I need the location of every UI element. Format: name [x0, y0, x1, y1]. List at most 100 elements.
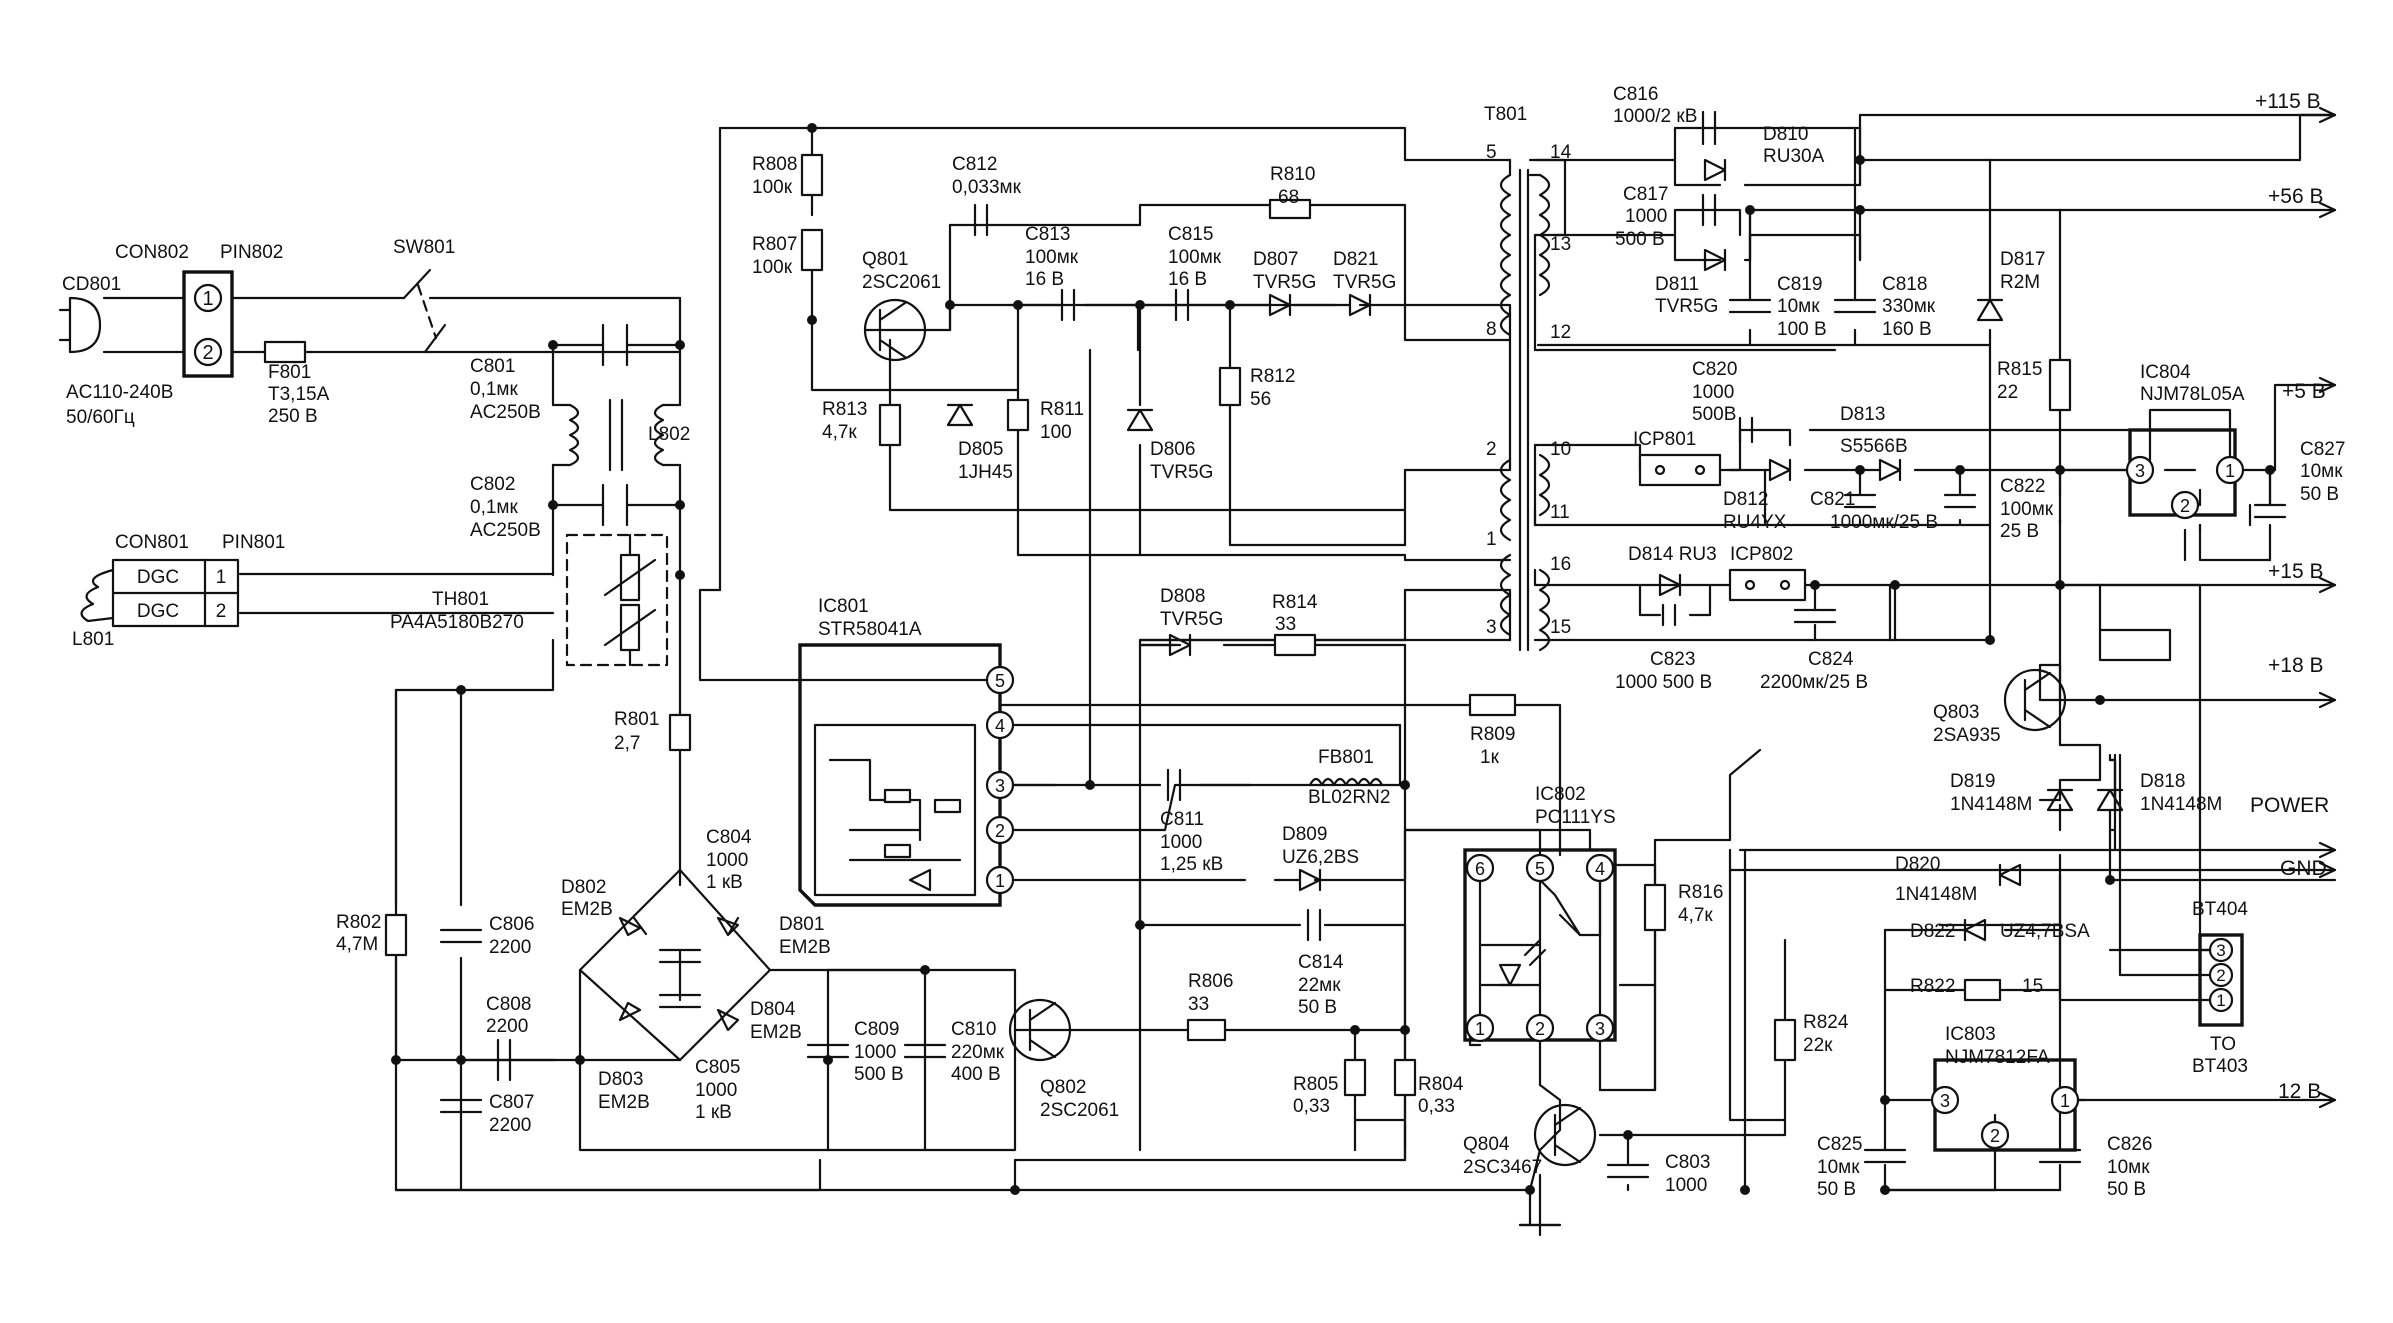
label-c810: C810 [951, 1019, 996, 1040]
cap-c820 [1738, 416, 1754, 444]
label-c819: C819 [1777, 274, 1822, 295]
label-c802-value: 0,1мк [470, 497, 518, 518]
label-c806-value: 2200 [489, 937, 531, 958]
coil-l801 [80, 568, 115, 623]
label-r810: R810 [1270, 164, 1315, 185]
label-c814: C814 [1298, 952, 1344, 973]
resistor-r813 [878, 403, 902, 447]
label-c823: C823 [1650, 649, 1695, 670]
label-r802-value: 4,7M [336, 934, 378, 955]
transistor-q802 [1008, 998, 1072, 1062]
label-d813-part: S5566B [1840, 436, 1908, 457]
label-r815-value: 22 [1997, 382, 2018, 403]
label-out-18v: +18 В [2268, 654, 2323, 677]
resistor-r809 [1468, 693, 1517, 717]
diode-d807 [1268, 293, 1292, 317]
resistor-r804 [1393, 1058, 1417, 1097]
label-r822-value: 15 [2022, 976, 2043, 997]
con802-connector: 1 2 [182, 270, 234, 378]
ic801-pin5: 5 [995, 671, 1005, 691]
label-d808: D808 [1160, 586, 1205, 607]
label-r801: R801 [614, 709, 659, 730]
component-labels: CD801 CON802 PIN802 SW801 AC110-240В 50/… [62, 84, 2345, 1200]
label-t801-pin8: 8 [1486, 319, 1497, 340]
label-fb801: FB801 [1318, 747, 1374, 768]
label-c804: C804 [706, 827, 752, 848]
label-d810: D810 [1763, 124, 1808, 145]
label-c811: C811 [1160, 809, 1204, 830]
dgc-label-2: DGC [137, 601, 179, 622]
label-r809-value: 1к [1480, 747, 1500, 768]
ic802-pin2: 2 [1535, 1019, 1545, 1039]
label-th801-part: PA4A5180B270 [390, 612, 524, 633]
label-t801-pin3: 3 [1486, 617, 1497, 638]
label-c827-rating: 50 В [2300, 484, 2339, 505]
label-c801-rating: AC250B [470, 402, 541, 423]
label-d818-part: 1N4148M [2140, 794, 2222, 815]
label-ic803-part: NJM7812FA [1945, 1047, 2050, 1068]
label-to: TO [2210, 1034, 2236, 1055]
cap-c807 [439, 1098, 483, 1114]
label-pin802: PIN802 [220, 242, 283, 263]
label-c815-value: 100мк [1168, 247, 1222, 268]
label-c804-value: 1000 [706, 850, 748, 871]
label-t801-pin5: 5 [1486, 142, 1497, 163]
label-d809: D809 [1282, 824, 1327, 845]
resistor-r814 [1273, 633, 1317, 657]
label-q803: Q803 [1933, 702, 1979, 723]
cap-c806 [439, 928, 483, 944]
label-power: POWER [2250, 794, 2329, 817]
label-r811: R811 [1040, 399, 1084, 420]
label-cd801: CD801 [62, 274, 121, 295]
fuse-f801 [263, 340, 307, 364]
label-r815: R815 [1997, 359, 2042, 380]
cap-c811 [1166, 768, 1182, 802]
diode-d806 [1126, 408, 1154, 432]
label-c809-value: 1000 [854, 1042, 896, 1063]
ground-symbol [1518, 1223, 1562, 1237]
label-r807-value: 100к [752, 257, 793, 278]
con801-pin2: 2 [216, 601, 227, 622]
diode-d814 [1658, 573, 1682, 597]
cap-c812 [973, 203, 989, 237]
label-t801-pin13: 13 [1550, 234, 1571, 255]
label-d809-part: UZ6,2BS [1282, 847, 1359, 868]
icp802-protector [1728, 568, 1807, 602]
label-c817-value: 1000 [1625, 206, 1667, 227]
wires [102, 113, 2337, 1227]
label-c813-value: 100мк [1025, 247, 1079, 268]
resistor-r811 [1006, 398, 1030, 432]
ic803-pin1: 1 [2060, 1091, 2070, 1111]
diode-d805 [946, 403, 974, 427]
label-c804-rating: 1 кВ [706, 872, 743, 893]
label-f801-rating: Т3,15А [268, 384, 330, 405]
label-d820: D820 [1895, 854, 1940, 875]
label-ic802: IC802 [1535, 784, 1586, 805]
label-c814-value: 22мк [1298, 975, 1341, 996]
label-c810-rating: 400 В [951, 1064, 1001, 1085]
label-f801-voltage: 250 В [268, 406, 318, 427]
cap-c818 [1833, 298, 1877, 314]
label-r802: R802 [336, 912, 381, 933]
label-ic804: IC804 [2140, 362, 2191, 383]
label-t801-pin16: 16 [1550, 554, 1571, 575]
label-c801: C801 [470, 356, 515, 377]
label-t801-pin14: 14 [1550, 142, 1572, 163]
label-d810-part: RU30A [1763, 146, 1825, 167]
label-d807: D807 [1253, 249, 1298, 270]
label-d821-part: TVR5G [1333, 272, 1396, 293]
label-r816: R816 [1678, 882, 1723, 903]
label-r812-value: 56 [1250, 389, 1271, 410]
ic803-regulator: 3 1 2 [1930, 1058, 2080, 1152]
label-q801: Q801 [862, 249, 908, 270]
label-d806-part: TVR5G [1150, 462, 1213, 483]
label-r813: R813 [822, 399, 867, 420]
label-c814-rating: 50 В [1298, 997, 1337, 1018]
label-r805-value: 0,33 [1293, 1096, 1330, 1117]
label-out-15v: +15 В [2268, 560, 2323, 583]
cap-c817 [1701, 193, 1717, 227]
thermistor-th801 [565, 533, 669, 667]
label-r804-value: 0,33 [1418, 1096, 1455, 1117]
resistor-r805 [1343, 1058, 1367, 1097]
